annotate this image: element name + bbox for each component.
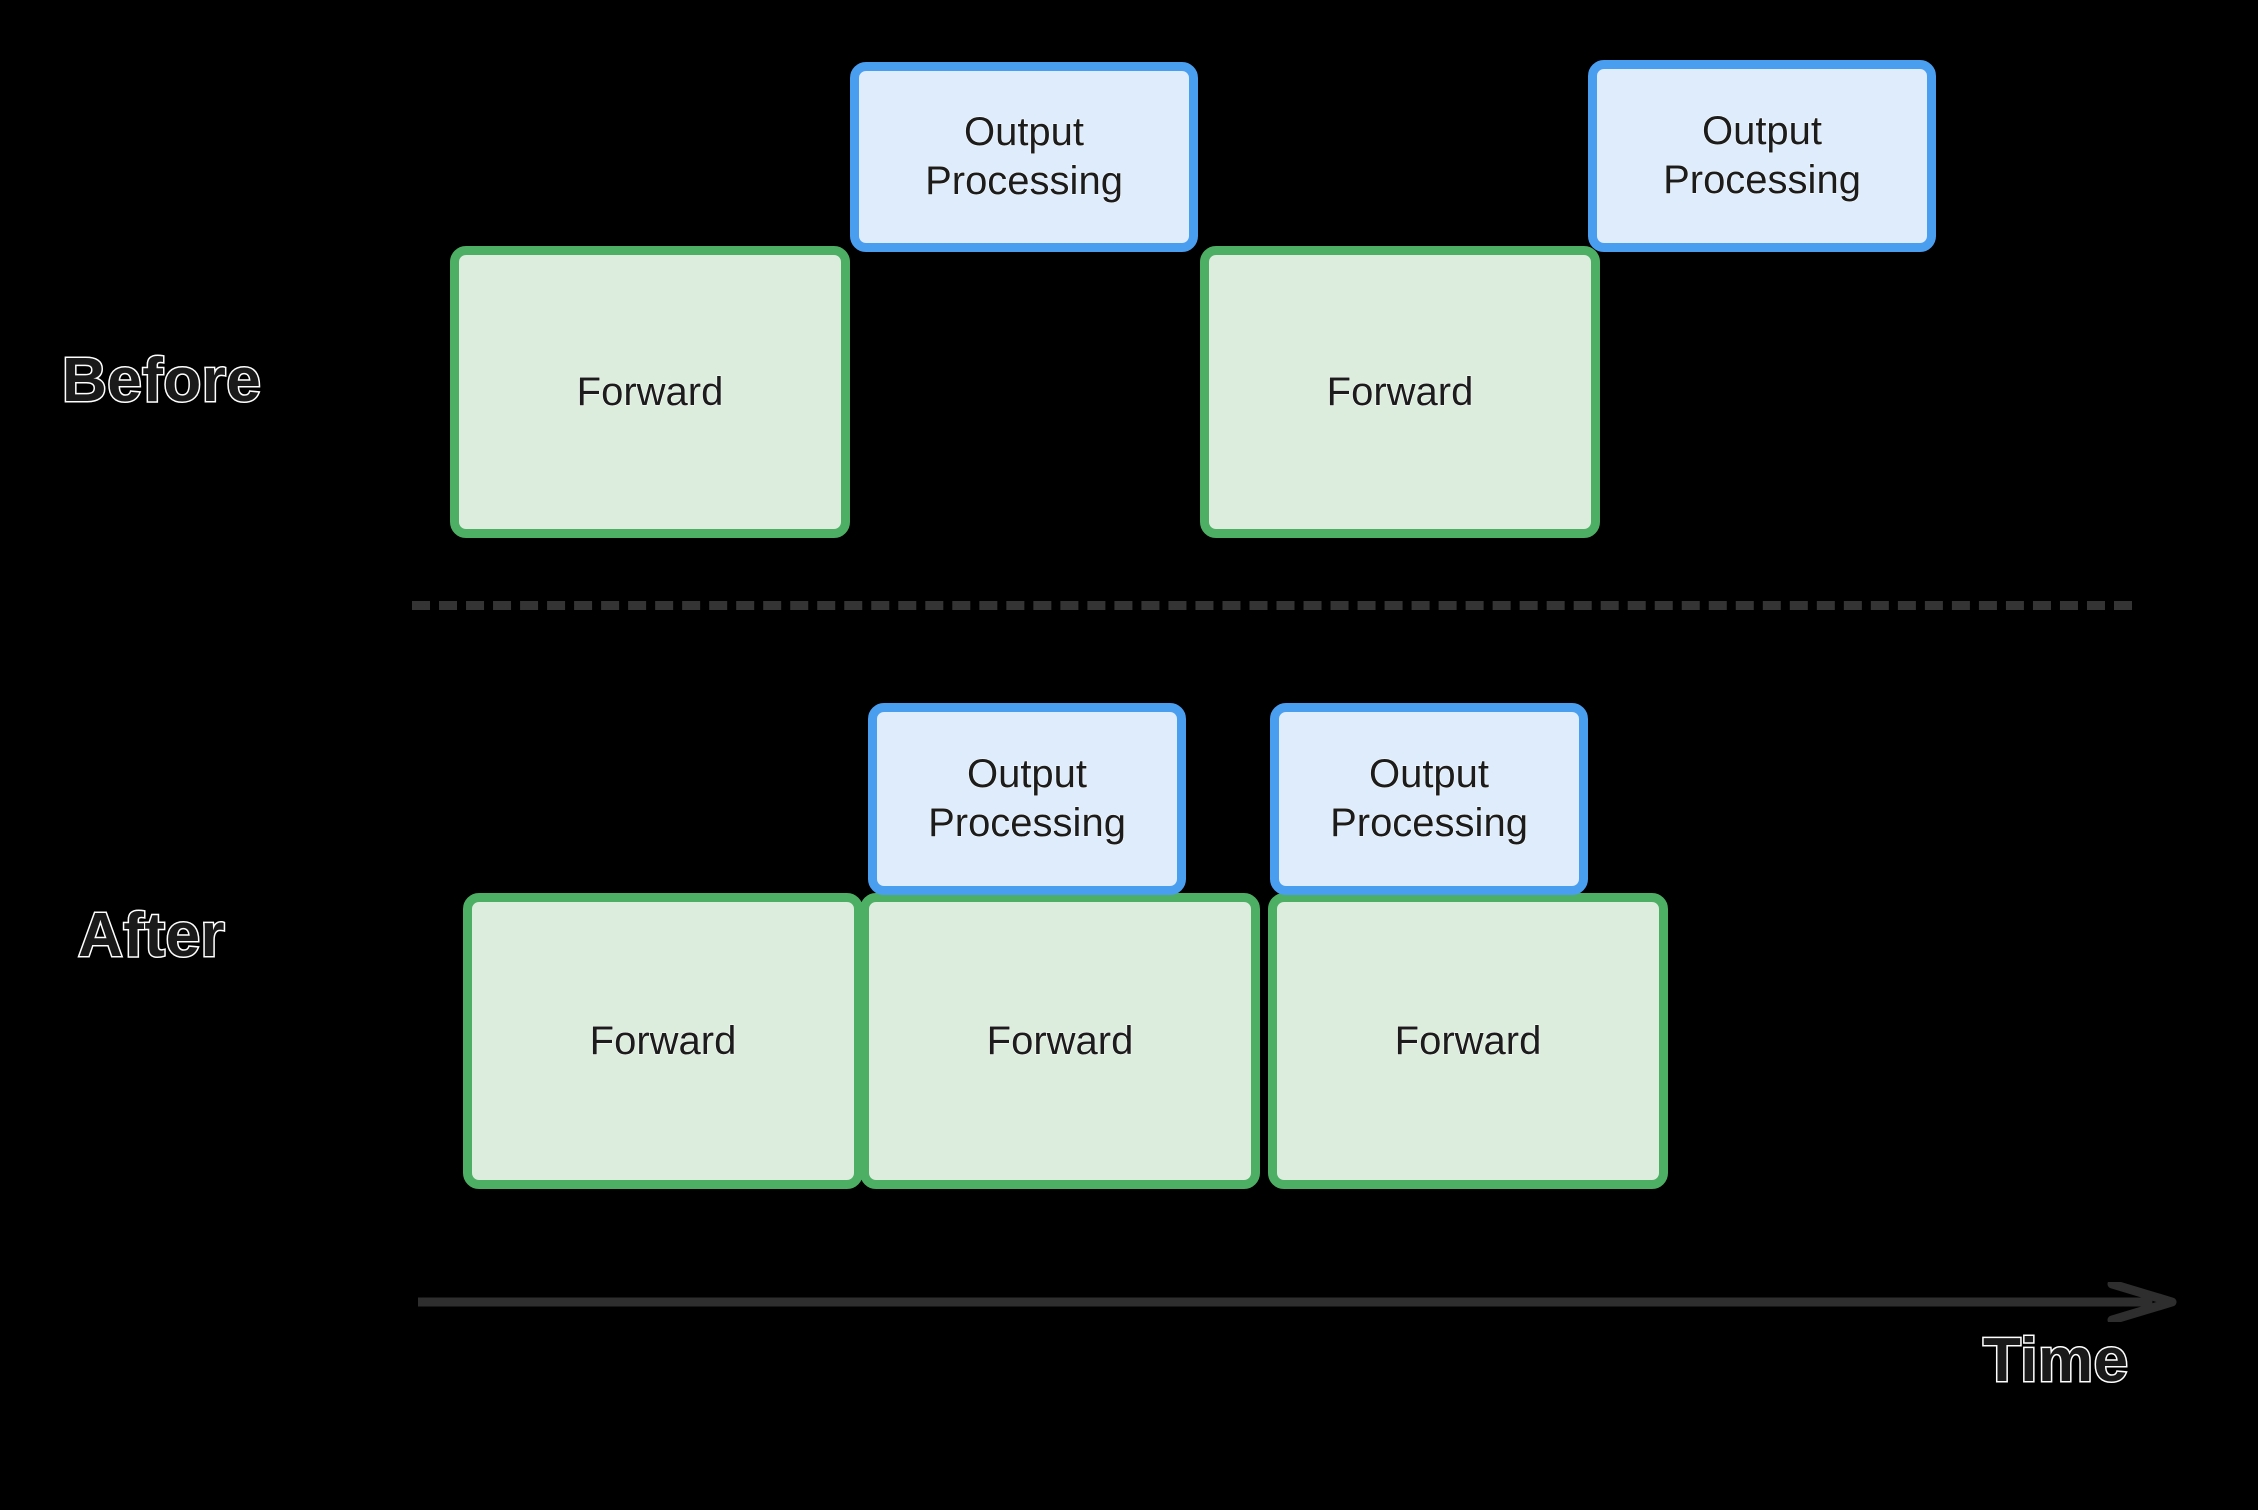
row-label-before: Before	[60, 345, 262, 417]
before-forward-block-1: Forward	[450, 246, 850, 538]
before-output-processing-block-1: Output Processing	[850, 62, 1198, 252]
block-label: Forward	[1326, 369, 1474, 414]
time-axis-label: Time	[1982, 1325, 2130, 1397]
after-output-processing-block-1: Output Processing	[868, 703, 1186, 895]
section-divider	[412, 601, 2132, 610]
block-label: Forward	[589, 1018, 737, 1063]
row-label-after: After	[76, 900, 226, 972]
block-label: Forward	[576, 369, 724, 414]
block-label: Output Processing	[928, 752, 1127, 846]
time-axis-arrow-icon	[418, 1282, 2177, 1322]
block-label: Forward	[986, 1018, 1134, 1063]
after-forward-block-3: Forward	[1268, 893, 1668, 1189]
block-label: Output Processing	[1330, 752, 1529, 846]
block-label: Forward	[1394, 1018, 1542, 1063]
before-output-processing-block-2: Output Processing	[1588, 60, 1936, 252]
after-output-processing-block-2: Output Processing	[1270, 703, 1588, 895]
after-forward-block-1: Forward	[463, 893, 863, 1189]
before-forward-block-2: Forward	[1200, 246, 1600, 538]
after-forward-block-2: Forward	[860, 893, 1260, 1189]
block-label: Output Processing	[925, 110, 1124, 204]
block-label: Output Processing	[1663, 109, 1862, 203]
